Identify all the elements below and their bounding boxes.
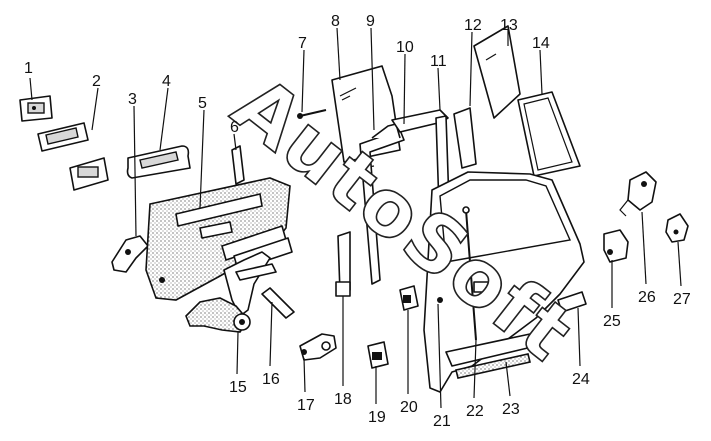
callout-3: 3	[128, 91, 137, 108]
callout-11: 11	[430, 53, 447, 70]
part-12-division-bar	[453, 107, 477, 169]
part-16-guide	[261, 287, 295, 319]
part-14-quarter-seal	[517, 91, 581, 177]
leader-lines	[29, 27, 682, 409]
callout-7: 7	[298, 35, 307, 52]
part-25-lock-cylinder	[603, 229, 629, 263]
callout-1: 1	[24, 60, 33, 77]
part-6-clip	[231, 145, 245, 185]
part-3-bracket	[111, 235, 149, 273]
part-20-latch	[399, 285, 419, 311]
callout-23: 23	[502, 401, 520, 418]
callout-8: 8	[331, 13, 340, 30]
callout-12: 12	[464, 17, 482, 34]
part-15-regulator	[185, 251, 277, 333]
part-27-bumper	[665, 213, 689, 243]
callout-19: 19	[368, 409, 386, 426]
callout-15: 15	[229, 379, 247, 396]
callout-17: 17	[297, 397, 315, 414]
part-22-lock-rod	[462, 206, 477, 341]
callout-2: 2	[92, 73, 101, 90]
callout-numbers: 1 2 3 4 5 6 7 8 9 10 11 12 13 14 15 16 1…	[24, 13, 691, 430]
part-17-check-link	[299, 333, 337, 361]
callout-9: 9	[366, 13, 375, 30]
callout-27: 27	[673, 291, 691, 308]
callout-25: 25	[603, 313, 621, 330]
callout-13: 13	[500, 17, 518, 34]
callout-6: 6	[230, 119, 239, 136]
callout-5: 5	[198, 95, 207, 112]
callout-22: 22	[466, 403, 484, 420]
callout-24: 24	[572, 371, 590, 388]
callout-26: 26	[638, 289, 656, 306]
callout-14: 14	[532, 35, 550, 52]
callout-20: 20	[400, 399, 418, 416]
part-7-screw	[297, 109, 327, 119]
part-18-glass-channel	[335, 231, 351, 297]
part-2-escutcheon	[37, 122, 109, 191]
part-24-outer-handle	[557, 291, 587, 313]
part-19-striker	[367, 341, 389, 369]
callout-21: 21	[433, 413, 451, 430]
part-5-trim-panel	[145, 177, 293, 301]
callout-4: 4	[162, 73, 171, 90]
part-21-door-shell	[423, 171, 585, 393]
part-13-quarter-glass	[473, 25, 521, 119]
callout-10: 10	[396, 39, 414, 56]
part-1-handle-bezel	[19, 95, 53, 122]
callout-16: 16	[262, 371, 280, 388]
part-4-pull-handle	[126, 145, 191, 179]
part-26-switch	[619, 171, 657, 217]
callout-18: 18	[334, 391, 352, 408]
